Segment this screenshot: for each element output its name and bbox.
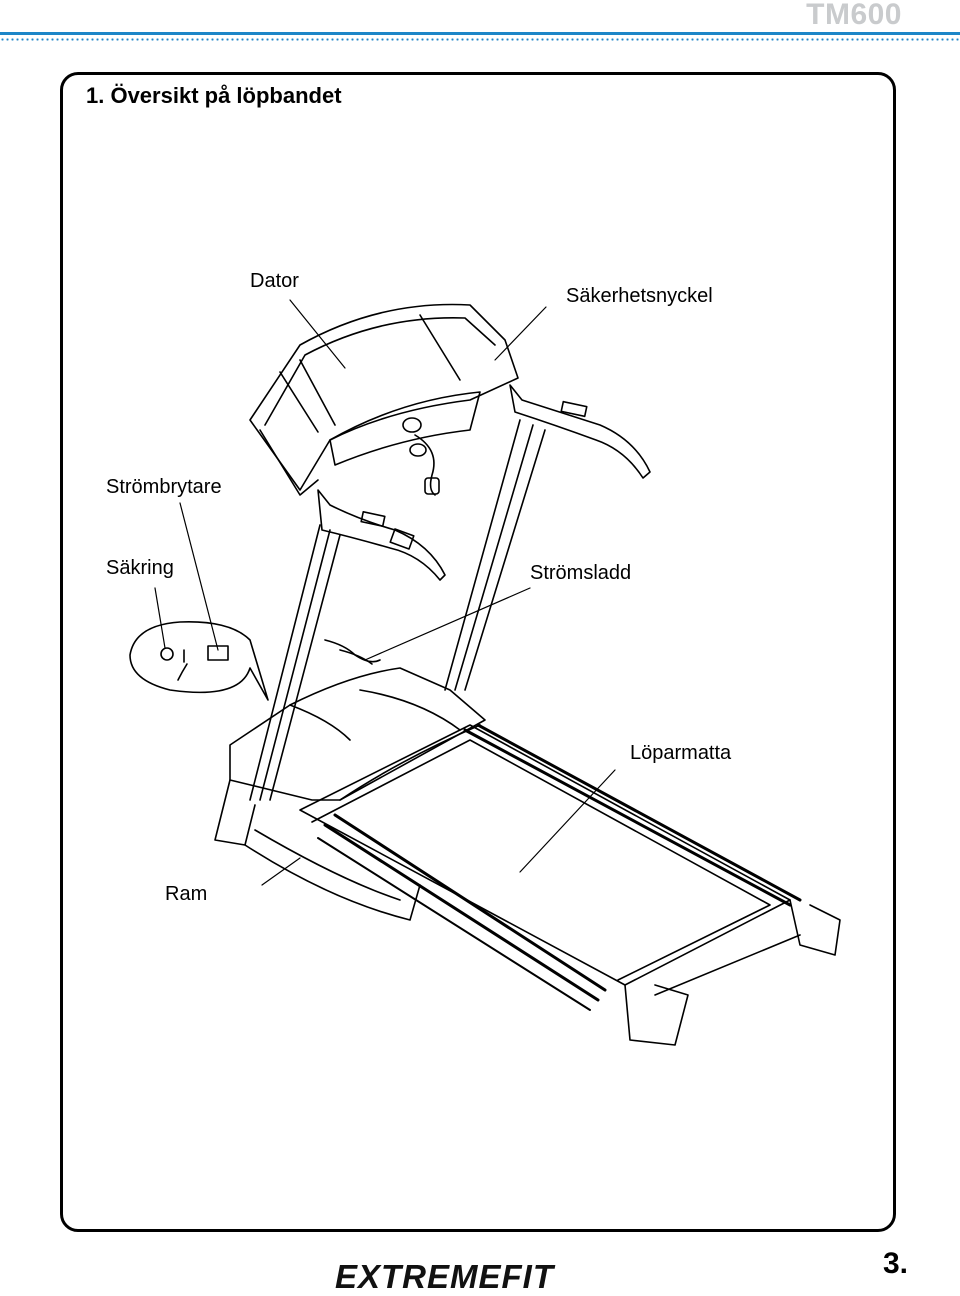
power-callout-drawing	[129, 621, 269, 701]
deck-drawing	[244, 723, 841, 1046]
console-drawing	[249, 303, 519, 496]
label-stromsladd: Strömsladd	[530, 562, 632, 584]
motor-hood-drawing	[214, 667, 486, 846]
uprights-drawing	[249, 419, 546, 801]
leader-lines	[154, 299, 616, 886]
label-dator: Dator	[250, 270, 299, 292]
label-loparmatta: Löparmatta	[630, 742, 732, 764]
model-name: TM600	[806, 0, 902, 31]
section-title: 1. Översikt på löpbandet	[86, 83, 342, 108]
label-ram: Ram	[165, 883, 208, 905]
power-cord-drawing	[324, 639, 381, 665]
label-sakerhetsnyckel: Säkerhetsnyckel	[566, 285, 713, 307]
header-dotted-rule	[0, 38, 960, 41]
content-frame	[60, 72, 896, 1232]
label-sakring: Säkring	[106, 557, 174, 579]
left-handle-drawing	[317, 489, 446, 581]
header-rule	[0, 32, 960, 35]
brand-logo: EXTREMEFIT	[335, 1258, 555, 1295]
page-number: 3.	[882, 1247, 908, 1280]
right-handle-drawing	[509, 384, 651, 479]
label-strombrytare: Strömbrytare	[106, 476, 222, 498]
